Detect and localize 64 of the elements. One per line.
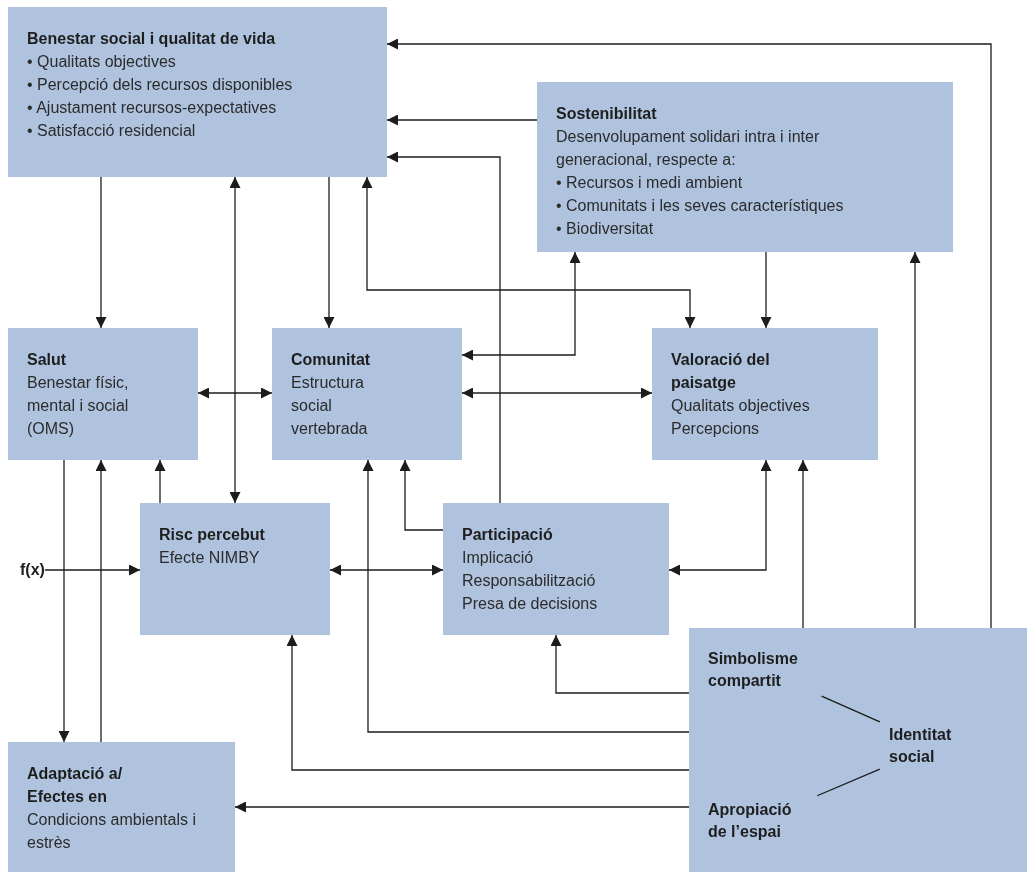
box-text: Desenvolupament solidari intra i inter generacional, respecte a: [556, 127, 821, 170]
arrow [95, 176, 107, 329]
box-text: Presa de decisions [462, 594, 599, 614]
box-text: Efecte NIMBY [159, 548, 261, 568]
box-text: Benestar físic, mental i social (OMS) [27, 373, 130, 439]
arrow [234, 801, 690, 813]
arrow [386, 38, 992, 629]
box-heading: Participació [462, 525, 554, 545]
concept-box [8, 742, 235, 872]
arrow [286, 634, 690, 771]
concept-box [272, 328, 462, 460]
concept-box [443, 503, 669, 635]
box-text: Responsabilització [462, 571, 597, 591]
arrow [797, 459, 809, 629]
arrow [229, 176, 241, 504]
bullet-item: • Recursos i medi ambient [556, 173, 744, 193]
box-heading: Sostenibilitat [556, 104, 658, 124]
box-heading: Valoració del paisatge [671, 350, 771, 393]
concept-box [537, 82, 953, 252]
arrow [197, 387, 273, 399]
arrow [58, 459, 70, 743]
arrow [760, 251, 772, 329]
concept-box [8, 7, 387, 177]
box-text: Qualitats objectives [671, 396, 811, 416]
arrow [550, 634, 690, 694]
box-heading: Adaptació a/ Efectes en [27, 764, 124, 807]
box-heading: Benestar social i qualitat de vida [27, 29, 277, 49]
arrow [154, 459, 166, 504]
bullet-item: • Qualitats objectives [27, 52, 177, 72]
bullet-item: • Satisfacció residencial [27, 121, 197, 141]
box-heading: Comunitat [291, 350, 372, 370]
bullet-item: • Percepció dels recursos disponibles [27, 75, 294, 95]
arrow [668, 459, 772, 576]
box-text: Condicions ambientals i estrès [27, 810, 197, 853]
concept-label: Identitat social [889, 724, 979, 768]
concept-label: Simbolisme compartit [708, 648, 818, 692]
arrow [95, 459, 107, 743]
arrow [386, 114, 538, 126]
connector-line [821, 695, 881, 723]
box-text: Percepcions [671, 419, 761, 439]
arrow [386, 151, 501, 504]
box-text: Estructura social vertebrada [291, 373, 369, 439]
box-heading: Risc percebut [159, 525, 266, 545]
arrow [362, 459, 690, 733]
concept-label: Apropiació de l’espai [708, 799, 808, 843]
arrow [329, 564, 444, 576]
arrow [361, 176, 696, 329]
concept-box [140, 503, 330, 635]
empty-box [689, 628, 1027, 872]
bullet-item: • Comunitats i les seves característiques [556, 196, 845, 216]
function-label: f(x) [20, 559, 45, 581]
arrow [399, 459, 444, 531]
arrow [461, 387, 653, 399]
arrow [909, 251, 921, 629]
box-text: Implicació [462, 548, 535, 568]
bullet-item: • Ajustament recursos-expectatives [27, 98, 278, 118]
concept-box [652, 328, 878, 460]
arrow [44, 564, 141, 576]
arrow [323, 176, 335, 329]
box-heading: Salut [27, 350, 68, 370]
connector-line [816, 768, 881, 797]
bullet-item: • Biodiversitat [556, 219, 655, 239]
arrow [461, 251, 581, 361]
concept-box [8, 328, 198, 460]
